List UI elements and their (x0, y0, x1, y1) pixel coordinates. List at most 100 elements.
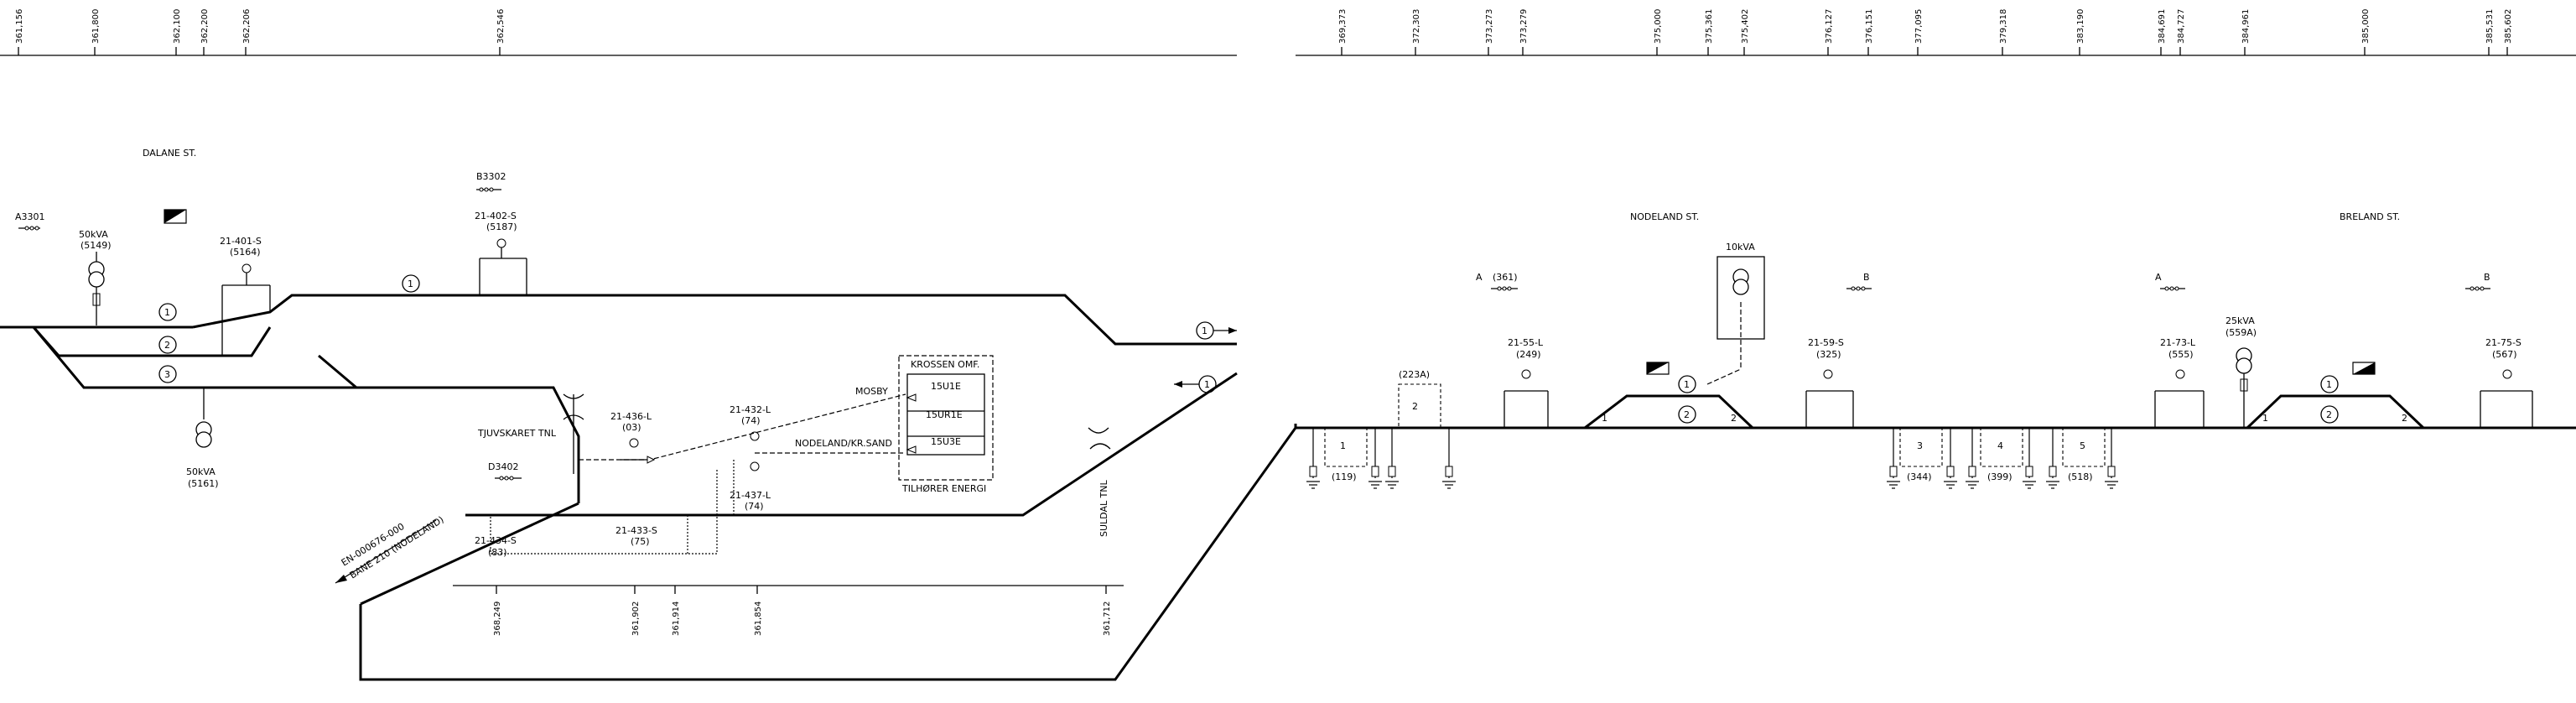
transformer-icon (88, 252, 105, 325)
section-5-num: 5 (2080, 440, 2085, 451)
ground-icon (1442, 428, 1456, 489)
switch-s75-icon (2480, 369, 2533, 428)
label-s434: 21-434-S (475, 535, 517, 546)
track-number-nod-1-text: 1 (1684, 379, 1690, 390)
km-right-tick-label: 369,373 (1338, 9, 1348, 44)
label-kva50-bottom: 50kVA (186, 466, 216, 477)
label-kva25-id: (559A) (2225, 327, 2257, 338)
km-right-tick-label: 377,095 (1914, 9, 1924, 44)
arrow-out-icon (1196, 321, 1237, 340)
track-number-bre-2-text: 2 (2326, 409, 2332, 420)
label-s401: 21-401-S (220, 236, 262, 247)
isolator-a361-icon (1491, 286, 1518, 291)
ground-icon (1368, 428, 1382, 489)
ground-icon (2046, 428, 2059, 489)
ground-icon (1887, 428, 1900, 489)
switch-l436-icon (629, 438, 639, 448)
section-3-num: 3 (1917, 440, 1923, 451)
switch-s59-icon (1805, 369, 1854, 428)
km-bottom-tick-label: 361,712 (1103, 601, 1112, 636)
switch-l55-icon (1504, 369, 1549, 428)
label-b-breland: B (2484, 272, 2490, 283)
track-end-nod-left: 1 (1602, 413, 1607, 424)
label-l432-id: (74) (741, 415, 761, 426)
isolator-a-breland-icon (2160, 286, 2185, 291)
isolator-b3302-icon (476, 187, 501, 192)
ground-icon (1306, 428, 1320, 489)
label-l436-id: (03) (622, 422, 641, 433)
track-number-nod-2 (1678, 405, 1696, 424)
km-right-tick-label: 384,961 (2241, 9, 2251, 44)
track-end-nod-right: 2 (1731, 413, 1737, 424)
switch-s402-icon (479, 238, 527, 295)
label-l73-id: (555) (2168, 349, 2194, 360)
section-4-num: 4 (1997, 440, 2003, 451)
tunnel-suldal-icon (1088, 427, 1111, 450)
label-a361-id: (361) (1493, 272, 1518, 283)
label-kva50-top-id: (5149) (80, 240, 112, 251)
section-2-icon (1398, 383, 1441, 429)
section-5-icon (2062, 427, 2106, 467)
label-kva25: 25kVA (2225, 315, 2255, 326)
track-number-3 (158, 365, 177, 383)
track-number-1b (402, 274, 420, 293)
track-number-2-text: 2 (164, 340, 170, 351)
isolator-icon (18, 226, 40, 231)
isolator-d3402-icon (495, 476, 522, 481)
ground-icon (1385, 428, 1399, 489)
bane-arrow-icon (335, 519, 437, 584)
km-right-tick-label: 373,279 (1519, 9, 1529, 44)
track-3-left (32, 326, 361, 389)
km-right-tick-label: 372,303 (1412, 9, 1421, 44)
label-l432: 21-432-L (730, 404, 771, 415)
label-s433-id: (75) (631, 536, 650, 547)
label-l73: 21-73-L (2160, 337, 2196, 348)
ground-icon (1944, 428, 1957, 489)
ground-icon (2023, 428, 2036, 489)
km-bottom-tick-label: 361,854 (754, 601, 763, 636)
isolator-b-breland-icon (2465, 286, 2490, 291)
km-left-tick-label: 362,100 (173, 9, 182, 44)
transformer-bottom-icon (195, 388, 212, 448)
label-c344: (344) (1907, 471, 1932, 482)
transformer-25kva-icon (2236, 347, 2252, 428)
nodeland-loop (1584, 394, 1754, 430)
arrow-in-number: 1 (1204, 379, 1210, 390)
label-s433: 21-433-S (615, 525, 657, 536)
label-a3301: A3301 (15, 211, 45, 222)
track-number-2 (158, 336, 177, 354)
label-l55: 21-55-L (1508, 337, 1544, 348)
section-2-num: 2 (1412, 401, 1418, 412)
label-c119: (119) (1332, 471, 1357, 482)
km-right-tick-label: 383,190 (2076, 9, 2085, 44)
track-1-left (0, 294, 1237, 346)
station-label-nodeland: NODELAND ST. (1630, 211, 1699, 222)
track-number-nod-2-text: 2 (1684, 409, 1690, 420)
label-l436: 21-436-L (610, 411, 652, 422)
section-4-icon (1980, 427, 2023, 467)
switch-l432-icon (750, 431, 760, 441)
label-l437-id: (74) (745, 501, 764, 512)
track-number-1b-text: 1 (408, 279, 413, 289)
km-right-tick-label: 375,402 (1741, 9, 1750, 44)
section-3-icon (1899, 427, 1943, 467)
ground-symbols (1306, 428, 2118, 489)
track-number-3-text: 3 (164, 369, 170, 380)
track-number-bre-1-text: 1 (2326, 379, 2332, 390)
label-mosby: MOSBY (855, 386, 888, 397)
km-bottom-tick-label: 361,902 (631, 601, 641, 636)
track-number-1-text: 1 (164, 307, 170, 318)
breland-loop (2246, 394, 2425, 430)
label-b3302: B3302 (476, 171, 506, 182)
km-left-tick-label: 361,800 (91, 9, 101, 44)
km-left-tick-label: 362,206 (242, 9, 252, 44)
km-bottom-tick-label: 361,914 (672, 601, 681, 636)
ground-icon (1966, 428, 1979, 489)
label-s402: 21-402-S (475, 211, 517, 221)
km-left-tick-label: 362,546 (496, 9, 506, 44)
label-s75: 21-75-S (2485, 337, 2521, 348)
km-right-tick-label: 373,273 (1485, 9, 1494, 44)
